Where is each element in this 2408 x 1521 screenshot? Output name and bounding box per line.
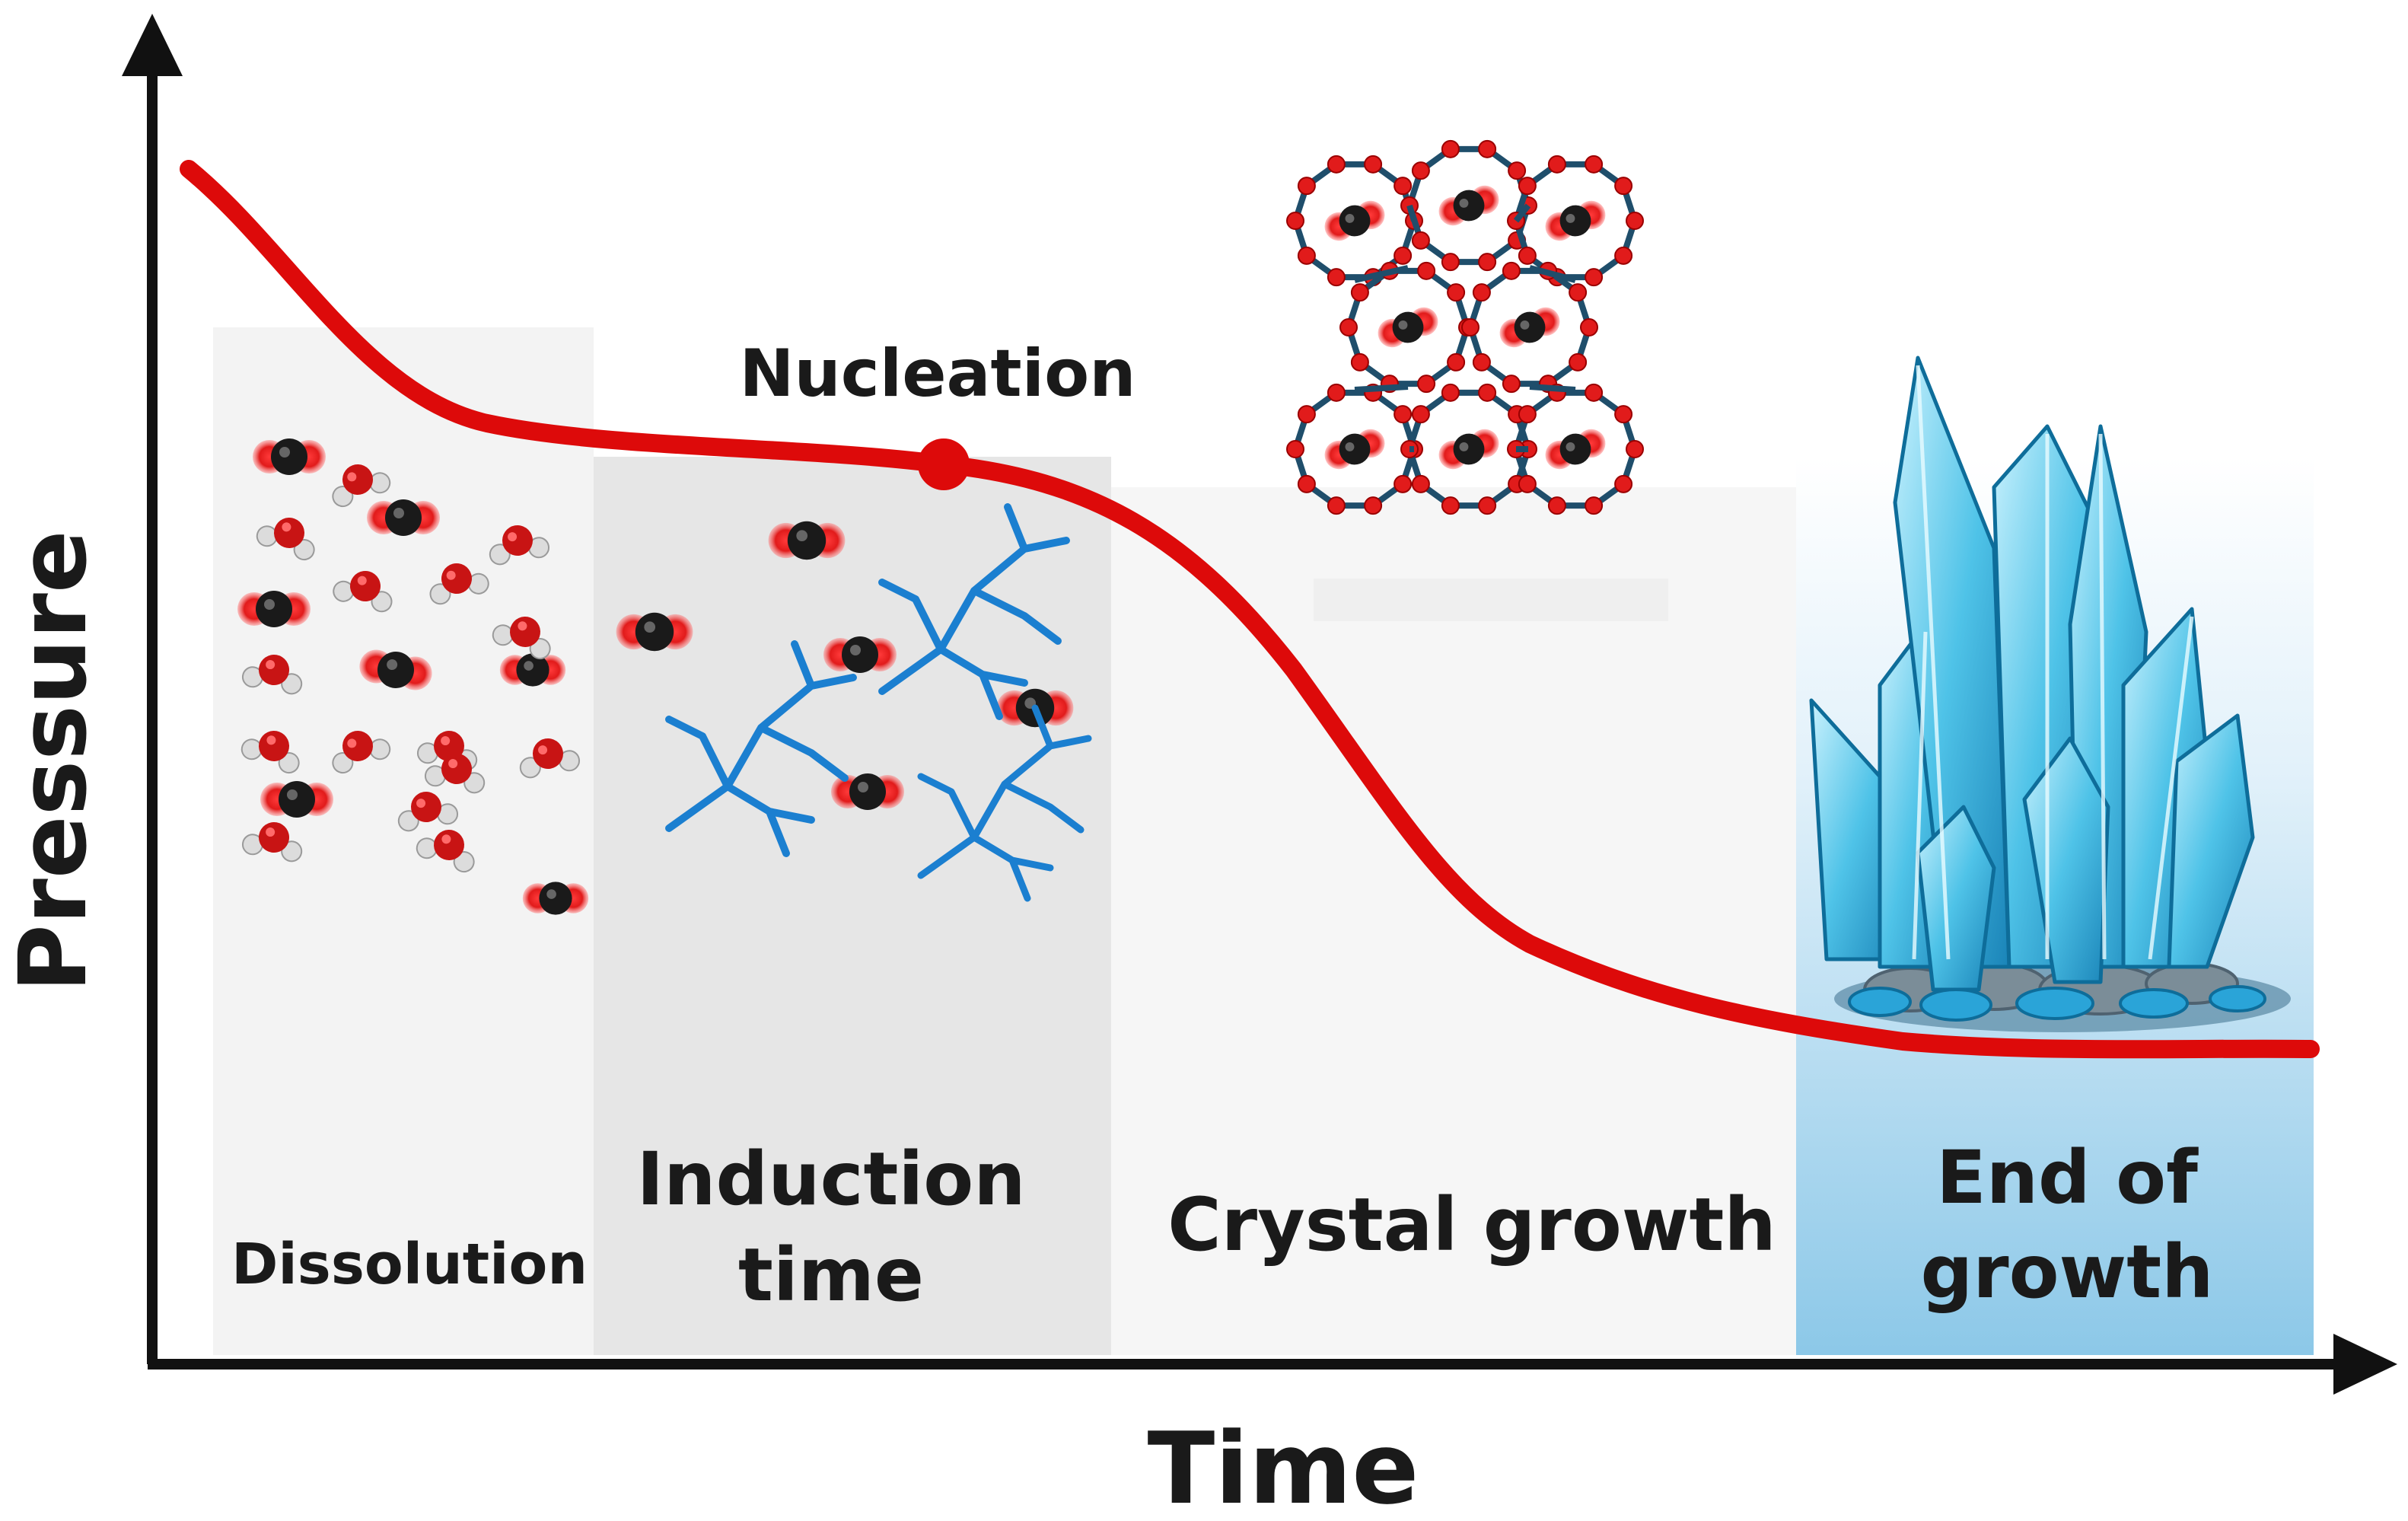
water-molecule-icon [397,792,459,832]
co2-molecule-icon [499,653,566,687]
water-molecule-icon [240,731,300,774]
water-molecule-icon [424,754,486,794]
nucleation-label: Nucleation [740,336,1136,412]
hydrate-nucleus-icon [878,503,1070,720]
stage-label-crystal-growth: Crystal growth [1167,1182,1776,1268]
water-molecule-icon [241,822,303,863]
co2-molecule-icon [237,591,311,627]
ice-crystal-icon [1809,356,2291,1032]
water-molecule-icon [519,738,581,779]
x-axis-arrow-icon [2333,1334,2397,1395]
stage-label-end-of-growth-line1: End of [1936,1135,2199,1220]
co2-molecule-icon [260,781,333,818]
water-molecule-icon [241,655,303,695]
stage-band-crystal-growth [1111,487,1796,1355]
stage-label-induction-line2: time [738,1232,924,1318]
water-molecule-icon [489,525,550,566]
co2-molecule-icon [823,636,897,673]
stage-band-induction [594,457,1111,1355]
co2-molecule-icon [253,438,326,475]
co2-molecule-icon [1324,429,1385,470]
dissolution-molecules [237,438,589,915]
water-molecule-icon [416,830,475,873]
y-axis-arrow-icon [122,14,183,76]
stage-label-end-of-growth-line2: growth [1921,1229,2214,1315]
hydrate-nucleus-icon [917,704,1092,902]
nucleation-point [918,438,970,490]
water-molecule-icon [332,731,391,774]
water-molecule-icon [429,563,489,605]
co2-molecule-icon [831,773,904,810]
water-molecule-icon [256,518,315,561]
stage-label-dissolution: Dissolution [231,1232,588,1297]
water-molecule-icon [492,617,551,660]
co2-molecule-icon [768,521,846,560]
hydrate-cage-icon [1286,139,1644,515]
co2-molecule-icon [616,612,693,652]
stage-label-induction-line1: Induction [636,1137,1025,1222]
co2-molecule-icon [1438,185,1499,226]
co2-molecule-icon [1499,307,1560,348]
x-axis-label: Time [1148,1411,1419,1521]
induction-molecules [616,503,1092,902]
co2-molecule-icon [1545,429,1606,470]
axes [122,14,2397,1395]
co2-molecule-icon [1324,200,1385,241]
water-molecule-icon [333,571,393,613]
co2-molecule-icon [1378,307,1438,348]
cage-caption-bar [1314,579,1668,621]
pressure-curve [180,160,2320,1059]
co2-molecule-icon [1438,429,1499,470]
y-axis-label: Pressure [0,530,107,992]
water-molecule-icon [332,464,391,508]
co2-molecule-icon [367,499,440,536]
co2-molecule-icon [522,882,589,915]
hydrate-nucleus-icon [665,640,857,857]
co2-molecule-icon [1545,200,1606,241]
co2-molecule-icon [359,649,432,690]
